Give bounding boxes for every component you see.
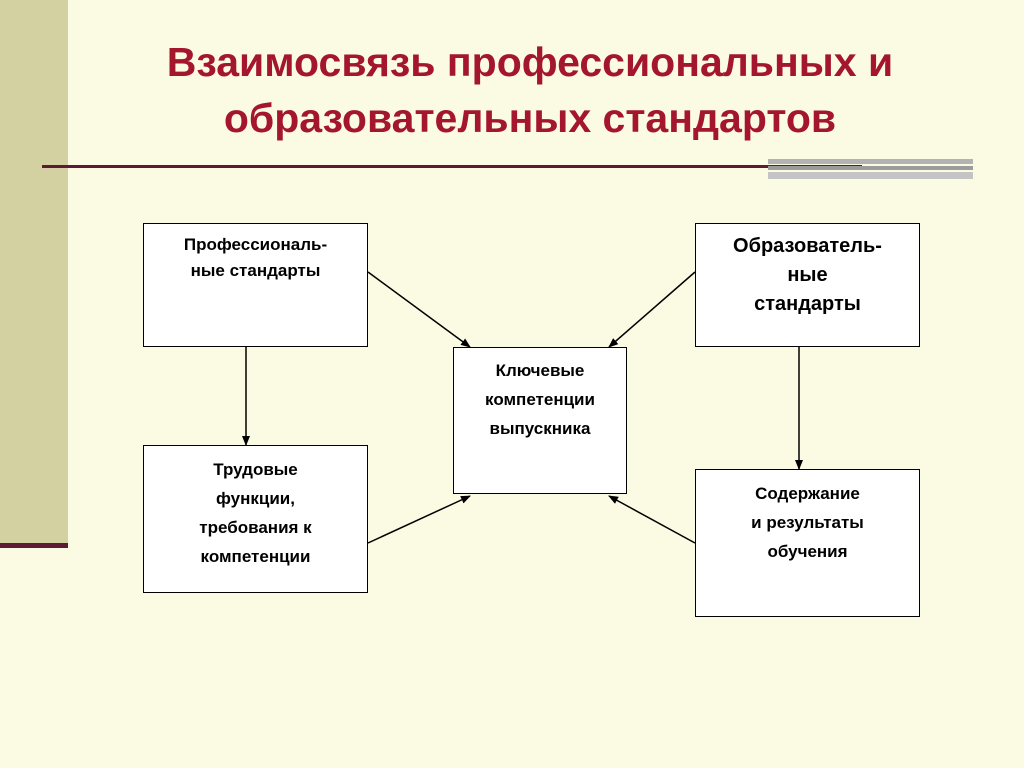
- professional-standards-box: Профессиональ- ные стандарты: [143, 223, 368, 347]
- arrow-content-to-key: [608, 495, 696, 544]
- left-accent-band: [0, 0, 68, 546]
- title-line-1: Взаимосвязь профессиональных и: [166, 39, 894, 85]
- left-accent-rule: [0, 543, 68, 548]
- slide-title: Взаимосвязь профессиональных и образоват…: [80, 34, 980, 146]
- decor-bar-1: [768, 159, 973, 164]
- decor-bar-3: [768, 172, 973, 179]
- arrow-edu-to-key: [608, 271, 696, 348]
- title-line-2: образовательных стандартов: [223, 95, 837, 141]
- title-underline: [42, 165, 862, 168]
- key-competencies-box: Ключевые компетенции выпускника: [453, 347, 627, 494]
- arrow-labor-to-key: [367, 495, 471, 544]
- labor-functions-box: Трудовые функции, требования к компетенц…: [143, 445, 368, 593]
- learning-content-box: Содержание и результаты обучения: [695, 469, 920, 617]
- educational-standards-box: Образователь- ные стандарты: [695, 223, 920, 347]
- decor-bar-2: [768, 166, 973, 170]
- arrow-prof-to-key: [367, 271, 471, 348]
